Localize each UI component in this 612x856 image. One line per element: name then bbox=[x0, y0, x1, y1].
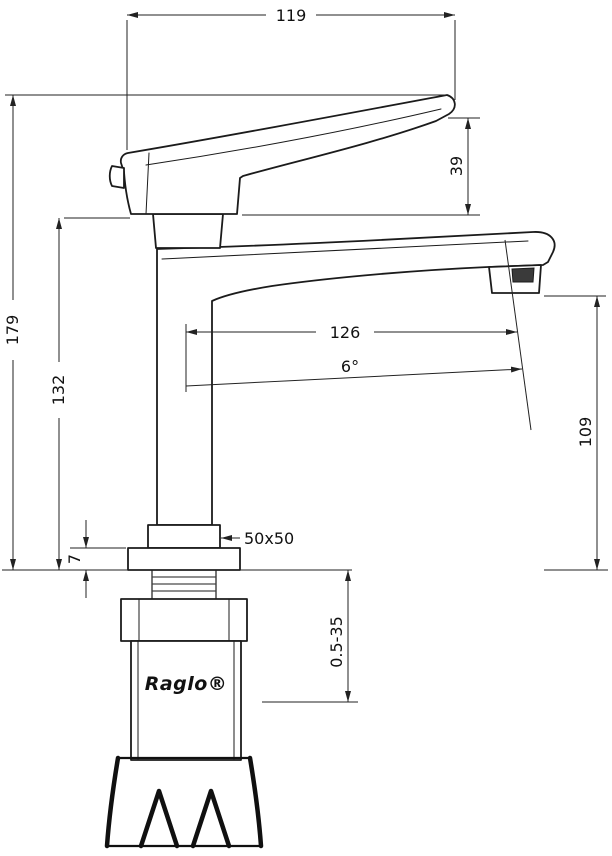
brand-label: Raglo® bbox=[145, 673, 228, 695]
dim-plate-thickness: 7 bbox=[65, 520, 126, 598]
rubber-buffer-right bbox=[247, 755, 264, 849]
threaded-shank bbox=[151, 570, 217, 599]
dim-total-height-label: 179 bbox=[3, 315, 22, 346]
handle-hub-line bbox=[145, 152, 150, 215]
dim-spout-angle: 6° bbox=[185, 357, 523, 387]
locknut-facet-lines bbox=[138, 598, 230, 642]
buffer-notch-left bbox=[138, 788, 180, 849]
dim-total-height: 179 bbox=[3, 94, 447, 570]
buffer-notch-right bbox=[190, 788, 232, 849]
rubber-buffer-left bbox=[104, 755, 121, 849]
faucet-body-spout bbox=[156, 231, 556, 526]
dim-spout-reach: 126 bbox=[185, 323, 517, 392]
dim-spout-angle-label: 6° bbox=[341, 357, 359, 376]
dimension-line bbox=[185, 366, 523, 387]
dim-spout-reach-label: 126 bbox=[330, 323, 361, 342]
shank-inner-lines bbox=[137, 640, 235, 761]
handle-pin bbox=[108, 165, 125, 189]
dim-handle-lift-label: 39 bbox=[447, 156, 466, 176]
dim-mounting-range: 0.5-35 bbox=[262, 570, 358, 703]
dim-handle-lift: 39 bbox=[242, 117, 480, 216]
dim-outlet-height-label: 109 bbox=[576, 417, 595, 448]
dim-body-section: 50x50 bbox=[221, 529, 294, 548]
dim-outlet-height: 109 bbox=[544, 295, 608, 571]
handle-crease-line bbox=[145, 108, 442, 166]
dim-body-height-label: 132 bbox=[49, 375, 68, 406]
dim-mounting-range-label: 0.5-35 bbox=[327, 616, 346, 668]
shank-body bbox=[130, 640, 242, 761]
base-plate bbox=[127, 547, 241, 571]
thread-lines bbox=[152, 576, 216, 592]
faucet-body-group: Raglo® bbox=[104, 94, 556, 849]
dim-plate-thickness-label: 7 bbox=[65, 554, 84, 564]
spout-top-edge-line bbox=[161, 240, 529, 260]
dim-handle-width: 119 bbox=[126, 6, 456, 150]
cartridge-neck bbox=[152, 213, 224, 249]
spout-axis-line bbox=[504, 239, 532, 431]
reference-lines bbox=[2, 239, 532, 571]
dim-body-section-label: 50x50 bbox=[244, 529, 294, 548]
dim-body-height: 132 bbox=[49, 217, 130, 570]
locknut bbox=[120, 598, 248, 642]
dim-handle-width-label: 119 bbox=[276, 6, 307, 25]
faucet-handle bbox=[119, 94, 456, 215]
aerator-detail bbox=[511, 267, 535, 283]
base-step-ring bbox=[147, 524, 221, 549]
